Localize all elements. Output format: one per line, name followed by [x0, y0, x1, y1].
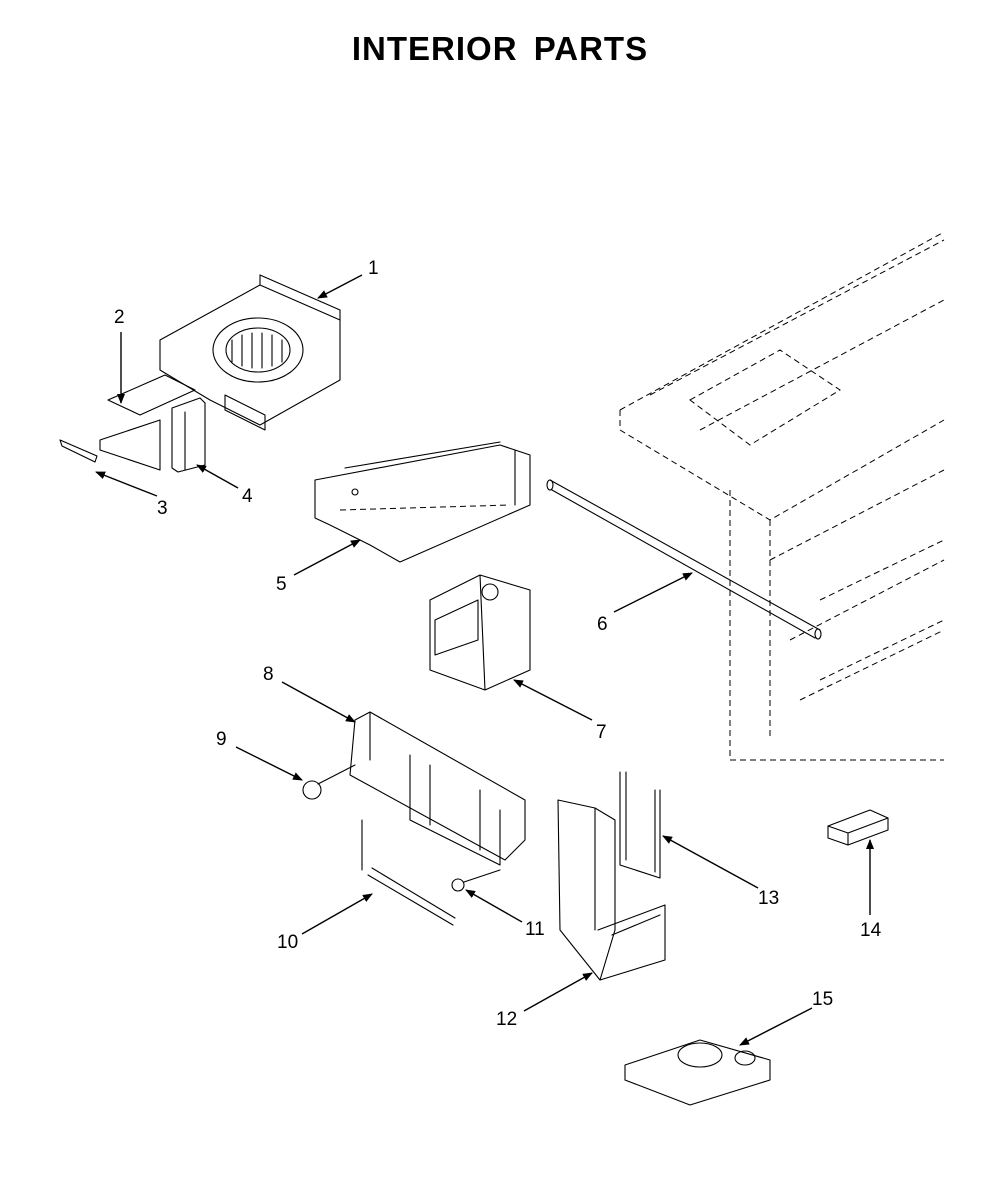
- callout-13: 13: [758, 888, 779, 909]
- callout-12: 12: [496, 1009, 517, 1030]
- part-13-seal-strips: [619, 771, 661, 879]
- callout-14: 14: [860, 920, 882, 941]
- callout-3: 3: [157, 498, 168, 519]
- callout-4: 4: [242, 486, 253, 507]
- callout-15: 15: [812, 989, 833, 1010]
- callout-11: 11: [525, 919, 545, 940]
- part-10-rod: [361, 819, 456, 926]
- callout-numbers: 1 2 3 4 5 6 7 8 9 10 11 12 13 14 15: [114, 258, 882, 1030]
- callout-8: 8: [263, 664, 274, 685]
- part-5-waveguide-cover: [314, 441, 531, 563]
- callout-7: 7: [596, 722, 607, 743]
- part-15-motor: [624, 1039, 771, 1106]
- part-1-blower-assembly: [159, 274, 341, 431]
- callout-10: 10: [277, 932, 298, 953]
- part-8-duct-assembly: [349, 711, 526, 866]
- oven-cavity-outline: [619, 231, 945, 761]
- part-11-screw: [451, 869, 501, 892]
- page-title: INTERIOR PARTS: [351, 30, 649, 67]
- callout-5: 5: [276, 574, 287, 595]
- callout-1: 1: [368, 258, 379, 279]
- part-7-magnetron: [429, 574, 531, 691]
- part-14-block: [827, 809, 889, 846]
- part-3-rod: [59, 439, 98, 463]
- callout-9: 9: [216, 729, 227, 750]
- callout-2: 2: [114, 307, 125, 328]
- part-6-rod: [546, 479, 822, 640]
- part-9-screw: [302, 764, 356, 800]
- callout-6: 6: [597, 614, 608, 635]
- part-12-support-bracket: [557, 799, 666, 981]
- leader-lines: [95, 274, 874, 1046]
- part-2-damper: [99, 374, 196, 471]
- part-4-bracket: [171, 397, 206, 473]
